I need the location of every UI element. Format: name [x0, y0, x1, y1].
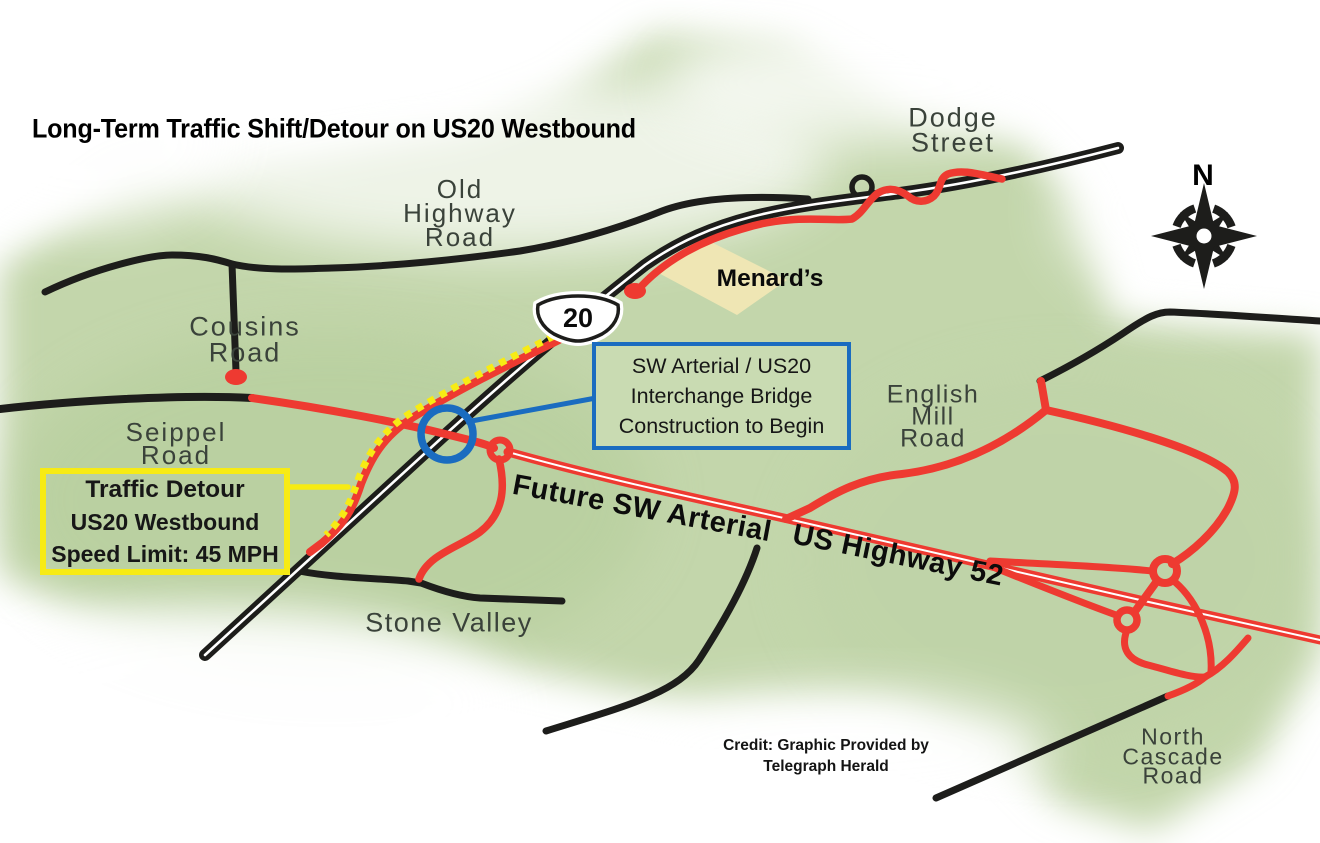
interchange-callout-line2: Interchange Bridge — [630, 384, 813, 408]
road-menards-dodge-red — [633, 168, 1006, 295]
us20-shield: 20 — [532, 290, 624, 347]
green-wash-left — [10, 330, 650, 670]
compass-north-label: N — [1192, 159, 1214, 192]
label-dodge-street: Dodge Street — [908, 102, 998, 158]
label-english-mill-road: English Mill Road — [886, 380, 980, 452]
shield-outline — [535, 294, 621, 343]
white-wash-topright — [660, 23, 1080, 143]
detour-callout-line2: US20 Westbound — [70, 508, 260, 535]
road-english-mill-loop — [1042, 406, 1239, 568]
interchange-callout-box: SW Arterial / US20 Interchange Bridge Co… — [592, 342, 851, 450]
road-old-highway — [41, 193, 812, 296]
road-english-mill-black — [1036, 308, 1320, 385]
credit-line2: Telegraph Herald — [763, 758, 889, 775]
label-old-highway-road: Old Highway Road — [403, 174, 517, 252]
ramp-r1-southeast — [1171, 578, 1215, 676]
road-seippel-black — [0, 392, 256, 413]
road-sw-arterial-centerline — [507, 451, 1320, 641]
roundabout-east-upper — [1149, 555, 1181, 587]
roundabout-arterial — [486, 436, 514, 464]
label-stone-valley: Stone Valley — [365, 607, 533, 638]
label-menards: Menard’s — [716, 265, 824, 292]
label-seippel-road: Seippel Road — [125, 417, 227, 470]
road-cousins — [228, 260, 240, 375]
credit-text: Credit: Graphic Provided by Telegraph He… — [723, 735, 929, 777]
interchange-callout-line1: SW Arterial / US20 — [631, 354, 812, 378]
interchange-highlight-circle — [417, 404, 477, 464]
white-wash-bottomleft — [0, 610, 510, 800]
compass-ring — [1170, 202, 1238, 270]
white-wash-credit — [630, 694, 1050, 810]
ramp-r2-hook — [1121, 626, 1209, 681]
road-north-cascade-red — [1164, 673, 1209, 700]
road-english-mill-west — [782, 406, 1050, 523]
detour-callout-line3: Speed Limit: 45 MPH — [51, 540, 279, 567]
interchange-callout-line3: Construction to Begin — [618, 414, 825, 438]
road-south-black — [542, 544, 761, 735]
map-title: Long-Term Traffic Shift/Detour on US20 W… — [32, 113, 636, 144]
shield-route-number: 20 — [563, 303, 593, 333]
road-detour-red — [306, 336, 563, 556]
detour-callout-box: Traffic Detour US20 Westbound Speed Limi… — [40, 468, 290, 575]
interchange-leader-line — [465, 395, 597, 425]
compass-rose-icon — [1151, 183, 1257, 289]
ramp-fan-lower — [984, 561, 1120, 619]
credit-line1: Credit: Graphic Provided by — [723, 737, 929, 754]
menards-site — [653, 243, 787, 315]
road-roundabout-stonevalley — [415, 455, 507, 583]
white-wash-corner — [0, 55, 230, 225]
detour-callout-line1: Traffic Detour — [85, 475, 245, 503]
road-north-cascade — [932, 692, 1172, 802]
roundabout-east-lower — [1113, 606, 1141, 634]
closure-dot-menards — [624, 283, 646, 299]
ramp-v-northeast — [1201, 634, 1252, 681]
compass-center-dot — [1196, 228, 1212, 244]
ramp-r1-r2 — [1132, 577, 1161, 614]
label-north-cascade-road: North Cascade Road — [1122, 723, 1224, 789]
road-stone-valley — [295, 567, 566, 605]
road-english-mill-red — [1037, 377, 1050, 414]
detour-dotted-line — [323, 332, 556, 538]
label-cousins-road: Cousins Road — [189, 311, 301, 367]
closure-dot-cousins — [225, 369, 247, 385]
ramp-fan-upper — [986, 557, 1156, 575]
